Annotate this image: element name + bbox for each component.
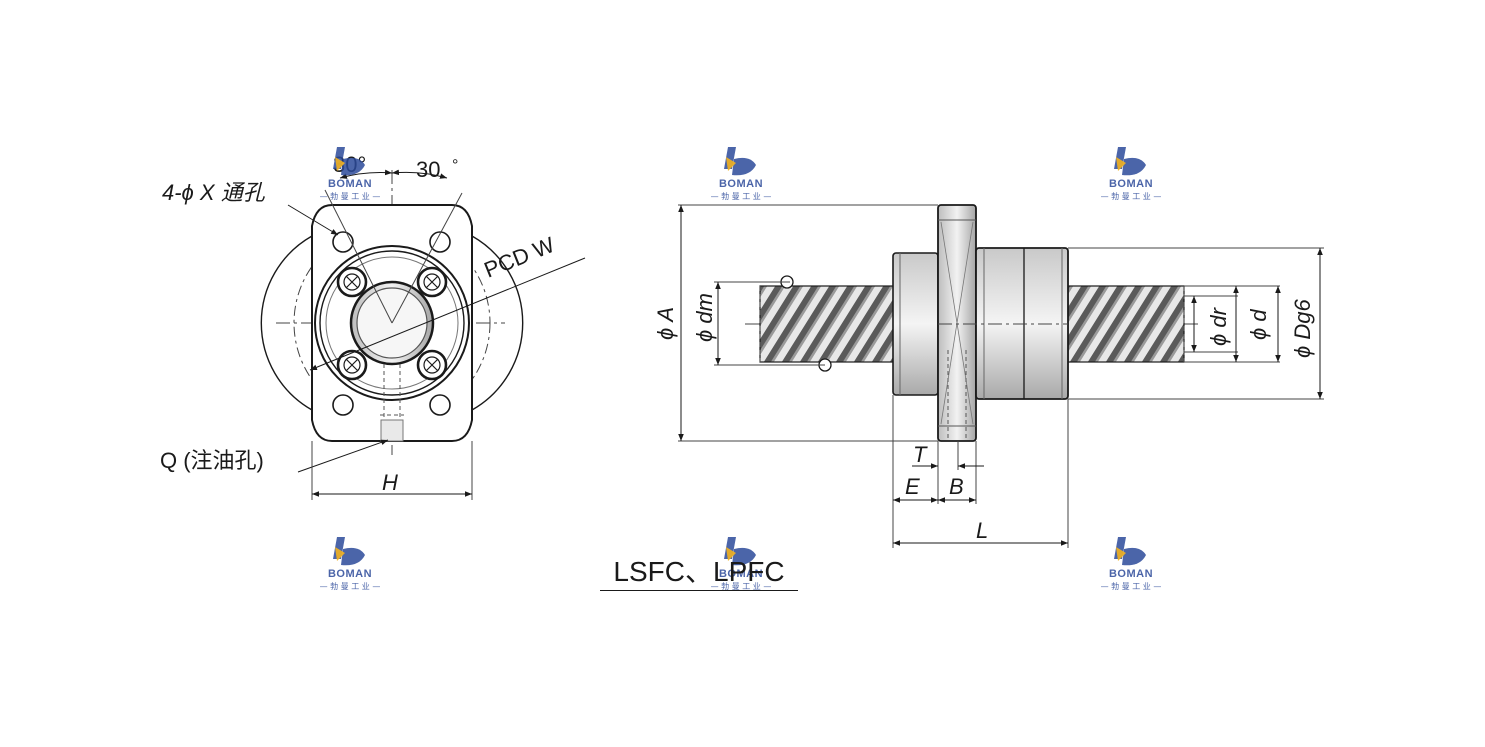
angle-right-label: 30 [416, 157, 440, 182]
boman-logo-watermark: BOMAN — 勃 曼 工 业 — [1096, 535, 1166, 595]
mounting-hole [429, 394, 451, 416]
e-label: E [905, 474, 920, 499]
b-label: B [949, 474, 964, 499]
boman-logo-watermark: BOMAN — 勃 曼 工 业 — [706, 145, 776, 205]
phi-dm-label: ϕ dm [692, 293, 717, 342]
t-label: T [913, 442, 928, 467]
boman-logo-watermark: BOMAN — 勃 曼 工 业 — [706, 535, 776, 595]
boman-logo-watermark: BOMAN — 勃 曼 工 业 — [1096, 145, 1166, 205]
boman-logo-icon [1114, 537, 1146, 566]
mounting-hole [429, 231, 451, 253]
boman-logo-icon [724, 537, 756, 566]
l-label: L [976, 518, 988, 543]
screw-shaft-left [759, 285, 897, 363]
phi-a-label: ϕ A [653, 307, 678, 340]
phi-dr-label: ϕ dr [1206, 306, 1231, 346]
screw-shaft-right [1067, 285, 1185, 363]
boman-logo-watermark: BOMAN — 勃 曼 工 业 — [315, 535, 385, 595]
boman-logo-icon [724, 147, 756, 176]
hole-label: 4-ϕ X 通孔 [162, 180, 266, 205]
model-caption: LSFC、LPFC [600, 556, 798, 591]
pcd-label: PCD W [481, 232, 559, 283]
mounting-hole [332, 394, 354, 416]
mounting-hole [332, 231, 354, 253]
end-cap-screws [336, 266, 448, 381]
oil-label: Q (注油孔) [160, 448, 264, 473]
h-label: H [382, 470, 398, 495]
phi-dg6-label: ϕ Dg6 [1290, 299, 1315, 358]
boman-logo-icon [333, 537, 365, 566]
phi-d-label: ϕ d [1246, 309, 1271, 340]
side-view: ϕ A ϕ dm ϕ dr ϕ d ϕ Dg6 T E B L [653, 204, 1324, 548]
boman-logo-watermark: BOMAN — 勃 曼 工 业 — [315, 145, 385, 205]
degree-label: ° [452, 157, 458, 174]
boman-logo-icon [333, 147, 365, 176]
boman-logo-icon [1114, 147, 1146, 176]
